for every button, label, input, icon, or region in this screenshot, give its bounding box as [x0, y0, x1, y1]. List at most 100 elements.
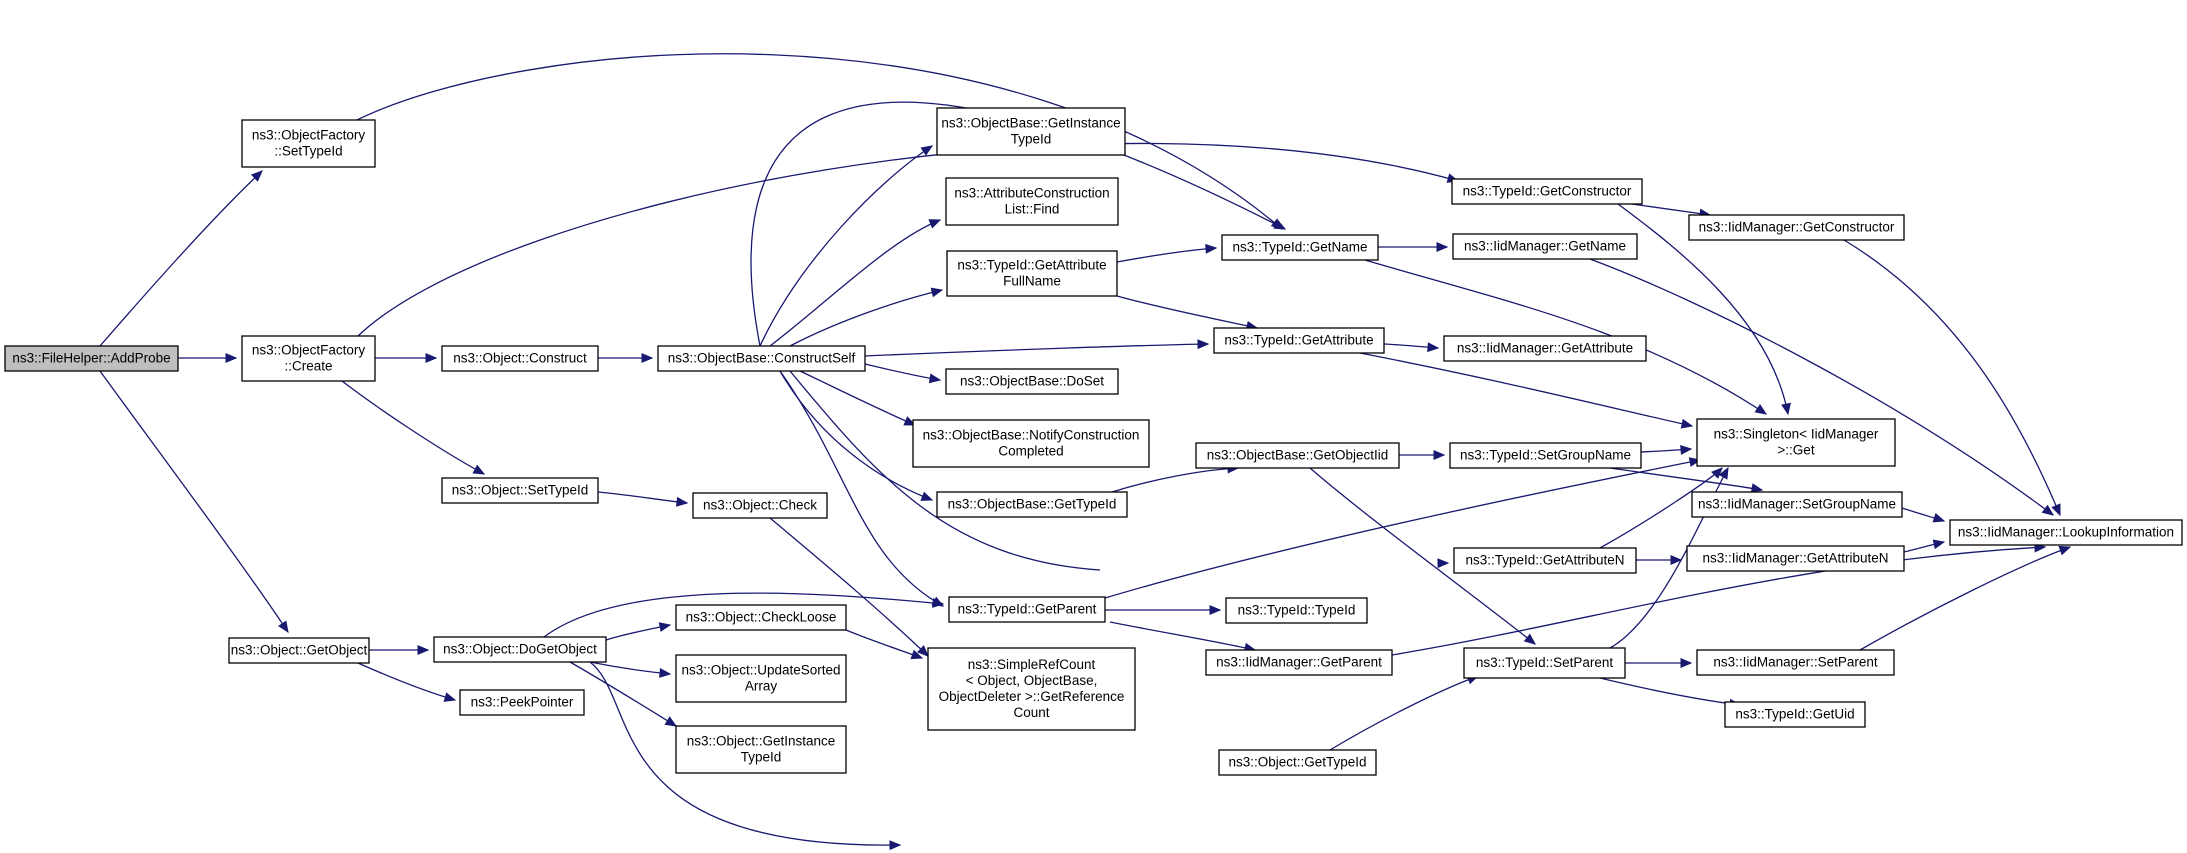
- node-peekpointer[interactable]: ns3::PeekPointer: [459, 689, 585, 716]
- node-label: ObjectDeleter >::GetReference: [939, 689, 1125, 704]
- edge-line: [1104, 459, 1701, 599]
- node-label: ns3::IidManager::LookupInformation: [1958, 525, 2174, 540]
- edge-line: [1609, 467, 1763, 491]
- edge-obj_gettypeid-to-tid_setparent: [1329, 674, 1480, 751]
- node-label: ns3::AttributeConstruction: [954, 186, 1109, 201]
- edge-obj_dogetobject-to-obj_updatesorted: [589, 661, 672, 678]
- edge-ob_getobjectiid-to-tid_setparent: [1309, 467, 1537, 645]
- node-obj_getobject[interactable]: ns3::Object::GetObject: [228, 637, 370, 664]
- node-label: ns3::FileHelper::AddProbe: [12, 351, 170, 366]
- node-tid_getattributen[interactable]: ns3::TypeId::GetAttributeN: [1453, 547, 1637, 574]
- node-obj_settypeid[interactable]: ns3::Object::SetTypeId: [441, 477, 599, 504]
- arrowhead: [1433, 450, 1446, 460]
- edge-line: [864, 363, 941, 381]
- node-obj_gettypeid[interactable]: ns3::Object::GetTypeId: [1218, 749, 1377, 776]
- node-ob_constructself[interactable]: ns3::ObjectBase::ConstructSelf: [657, 345, 866, 372]
- node-label: ns3::IidManager::GetParent: [1216, 655, 1382, 670]
- node-iid_lookup[interactable]: ns3::IidManager::LookupInformation: [1949, 519, 2183, 546]
- edge-iid_getconstructor-to-iid_lookup: [1843, 239, 2061, 517]
- edge-line: [799, 370, 916, 426]
- node-tid_getattribute[interactable]: ns3::TypeId::GetAttribute: [1213, 327, 1385, 354]
- arrowhead: [1750, 483, 1764, 493]
- node-tid_getparent[interactable]: ns3::TypeId::GetParent: [948, 596, 1106, 623]
- edge-line: [769, 219, 941, 347]
- edge-line: [789, 370, 1101, 571]
- node-box: [228, 637, 370, 664]
- node-box: [1696, 418, 1896, 467]
- node-of_create[interactable]: ns3::ObjectFactory::Create: [241, 335, 376, 382]
- node-ob_getobjectiid[interactable]: ns3::ObjectBase::GetObjectIid: [1195, 442, 1400, 469]
- edge-tid_getconstructor-to-singleton_get: [1617, 203, 1791, 416]
- node-tid_getconstructor[interactable]: ns3::TypeId::GetConstructor: [1451, 178, 1643, 205]
- arrowhead: [664, 716, 678, 727]
- edge-ob_constructself-to-tid_getattribute: [864, 339, 1210, 357]
- node-of_settypeid[interactable]: ns3::ObjectFactory::SetTypeId: [241, 119, 376, 168]
- node-label: ns3::PeekPointer: [471, 695, 574, 710]
- node-box: [241, 335, 376, 382]
- node-label: ns3::TypeId::GetName: [1232, 240, 1367, 255]
- edge-line: [1617, 203, 1789, 415]
- node-label: ns3::IidManager::GetName: [1464, 239, 1626, 254]
- edge-line: [1859, 546, 2071, 651]
- node-tid_getuid[interactable]: ns3::TypeId::GetUid: [1724, 701, 1866, 728]
- edges-layer: [99, 53, 2072, 851]
- node-ob_notify[interactable]: ns3::ObjectBase::NotifyConstructionCompl…: [912, 419, 1150, 468]
- node-ob_doset[interactable]: ns3::ObjectBase::DoSet: [945, 368, 1119, 395]
- node-tid_setparent[interactable]: ns3::TypeId::SetParent: [1463, 647, 1626, 679]
- arrowhead: [1781, 402, 1791, 416]
- node-addprobe[interactable]: ns3::FileHelper::AddProbe: [4, 345, 179, 372]
- edge-line: [1609, 467, 1729, 649]
- edge-line: [589, 661, 671, 675]
- edge-line: [789, 289, 943, 347]
- edge-tid_getattributen-to-iid_getattributen: [1636, 555, 1683, 565]
- node-iid_setparent[interactable]: ns3::IidManager::SetParent: [1696, 649, 1895, 676]
- edge-tid_setparent-to-tid_getuid: [1599, 677, 1742, 709]
- node-iid_getparent[interactable]: ns3::IidManager::GetParent: [1205, 649, 1393, 676]
- edge-line: [1329, 675, 1479, 751]
- edge-line: [1391, 546, 2046, 656]
- node-src_getref[interactable]: ns3::SimpleRefCount< Object, ObjectBase,…: [927, 647, 1136, 731]
- edge-line: [779, 370, 933, 501]
- edge-tid_getname-to-singleton_get: [1364, 259, 1768, 415]
- node-singleton_get[interactable]: ns3::Singleton< IidManager>::Get: [1696, 418, 1896, 467]
- arrowhead: [676, 496, 689, 507]
- node-iid_getname[interactable]: ns3::IidManager::GetName: [1452, 233, 1638, 260]
- node-iid_getconstructor[interactable]: ns3::IidManager::GetConstructor: [1688, 214, 1905, 241]
- node-ob_gettypeid[interactable]: ns3::ObjectBase::GetTypeId: [936, 491, 1128, 518]
- node-label: List::Find: [1005, 202, 1060, 217]
- node-box: [1463, 647, 1626, 679]
- edge-of_create-to-obj_construct: [375, 353, 438, 363]
- edge-line: [1116, 295, 1258, 329]
- node-iid_getattributen[interactable]: ns3::IidManager::GetAttributeN: [1686, 545, 1905, 572]
- node-tid_typeid[interactable]: ns3::TypeId::TypeId: [1225, 597, 1368, 624]
- arrowhead: [472, 464, 486, 475]
- node-iid_getattribute[interactable]: ns3::IidManager::GetAttribute: [1443, 335, 1647, 362]
- edge-obj_dogetobject-to-obj_getinstancetypeid: [569, 661, 678, 727]
- node-label: ns3::Object::GetObject: [231, 643, 368, 658]
- node-obj_check[interactable]: ns3::Object::Check: [692, 492, 828, 519]
- node-obj_checkloose[interactable]: ns3::Object::CheckLoose: [675, 604, 847, 631]
- node-obj_construct[interactable]: ns3::Object::Construct: [441, 345, 599, 372]
- edge-of_settypeid-to-tid_getname: [356, 53, 1283, 230]
- edge-obj_check-to-src_getref: [769, 517, 929, 657]
- node-tid_getname[interactable]: ns3::TypeId::GetName: [1221, 234, 1379, 261]
- node-tid_setgroupname[interactable]: ns3::TypeId::SetGroupName: [1449, 442, 1642, 469]
- node-label: ns3::TypeId::SetGroupName: [1460, 448, 1631, 463]
- node-obj_dogetobject[interactable]: ns3::Object::DoGetObject: [433, 636, 607, 663]
- node-label: ns3::TypeId::TypeId: [1238, 603, 1356, 618]
- arrowhead: [1680, 658, 1693, 668]
- node-label: < Object, ObjectBase,: [966, 673, 1098, 688]
- node-iid_setgroupname[interactable]: ns3::IidManager::SetGroupName: [1691, 491, 1903, 518]
- node-box: [657, 345, 866, 372]
- node-label: ns3::Object::GetInstance: [687, 734, 836, 749]
- edge-line: [1309, 467, 1536, 645]
- edge-tid_getattrfullname-to-tid_getattribute: [1116, 295, 1259, 331]
- edge-line: [1109, 621, 1256, 651]
- arrowhead: [928, 373, 942, 384]
- arrowhead: [1427, 342, 1440, 353]
